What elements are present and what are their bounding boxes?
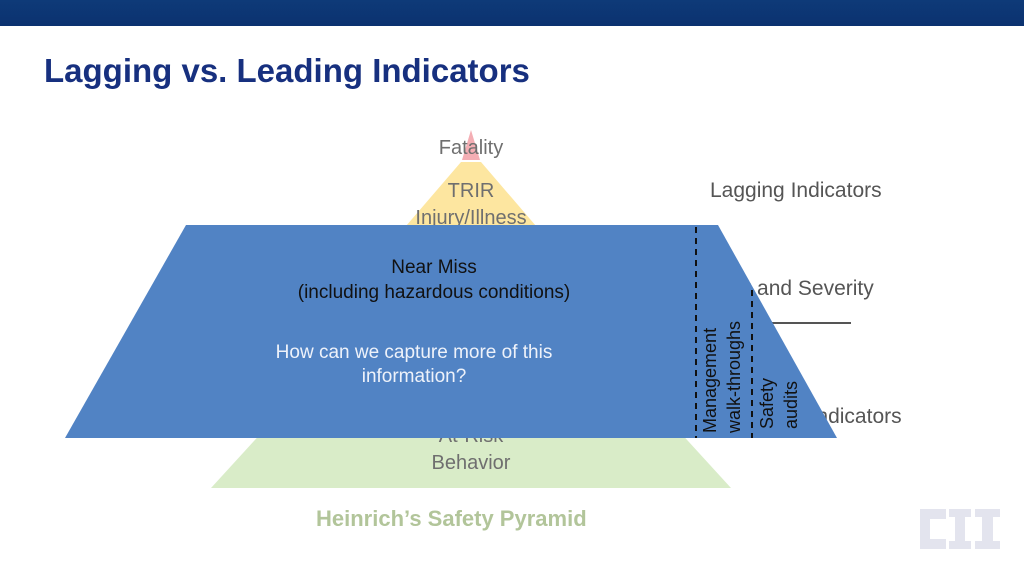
header-bar <box>0 0 1024 26</box>
hazardous-conditions-label: (including hazardous conditions) <box>298 282 571 303</box>
injury-illness-label: Injury/Illness <box>415 207 526 229</box>
behavior-label: Behavior <box>432 452 511 474</box>
pyramid-top-fatality <box>462 130 480 160</box>
safety-label: Safety <box>757 378 777 429</box>
slide-title: Lagging vs. Leading Indicators <box>44 52 530 89</box>
management-label: Management <box>700 328 720 433</box>
near-miss-label: Near Miss <box>391 257 477 278</box>
capture-question-line1: How can we capture more of this <box>276 342 553 363</box>
lagging-indicators-label: Lagging Indicators <box>710 179 882 202</box>
cii-logo-icon <box>920 509 1000 549</box>
pyramid-caption: Heinrich’s Safety Pyramid <box>316 506 587 531</box>
fatality-label: Fatality <box>439 137 503 159</box>
walk-throughs-label: walk-throughs <box>724 321 744 434</box>
trir-label: TRIR <box>448 180 495 202</box>
near-miss-overlay <box>65 225 837 438</box>
capture-question-line2: information? <box>362 366 467 387</box>
pyramid-level-injury <box>406 162 536 226</box>
audits-label: audits <box>781 381 801 429</box>
